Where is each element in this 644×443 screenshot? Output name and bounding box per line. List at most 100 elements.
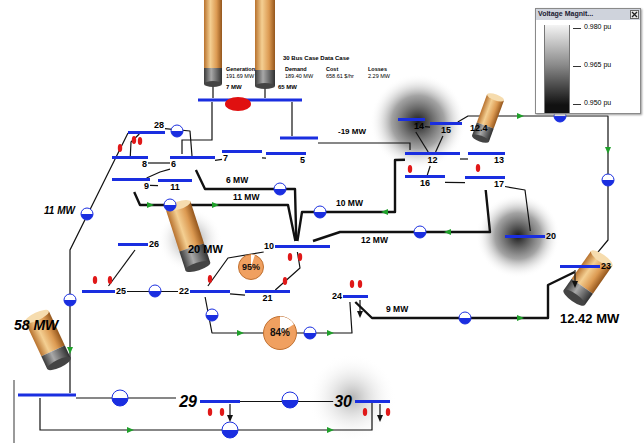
bus-bar bbox=[398, 118, 425, 121]
breaker-symbol bbox=[414, 226, 426, 238]
generator-cylinder bbox=[204, 0, 222, 70]
flow-arrow bbox=[327, 427, 334, 433]
bus-number: 26 bbox=[148, 239, 160, 250]
breaker-symbol bbox=[149, 285, 161, 297]
flow-arrow bbox=[237, 330, 244, 336]
breaker-symbol bbox=[459, 312, 471, 324]
flow-label: 189.40 MW bbox=[285, 73, 313, 79]
loading-percent: 95% bbox=[242, 263, 260, 272]
bus-number: 14 bbox=[413, 121, 425, 132]
flow-arrow bbox=[517, 113, 524, 119]
breaker-symbol bbox=[171, 131, 183, 137]
bus-node: 14 bbox=[398, 118, 425, 132]
flow-arrow bbox=[381, 209, 388, 215]
breaker-symbol bbox=[81, 208, 93, 220]
bus-bar bbox=[280, 137, 318, 140]
voltage-contour bbox=[158, 74, 560, 442]
bus-bar bbox=[505, 235, 545, 238]
transmission-line bbox=[427, 166, 430, 175]
breaker-marker bbox=[283, 277, 287, 285]
flow-label: Cost bbox=[326, 66, 338, 72]
breaker-symbol bbox=[112, 398, 128, 406]
flow-label: 12.4 bbox=[470, 124, 488, 134]
breaker-symbol bbox=[81, 208, 93, 220]
flow-label: 10 MW bbox=[335, 199, 364, 208]
bus-number: 17 bbox=[493, 179, 505, 190]
breaker-marker bbox=[408, 165, 412, 173]
breaker-symbol bbox=[222, 422, 238, 438]
transmission-line bbox=[130, 134, 139, 156]
breaker-symbol bbox=[171, 125, 183, 137]
transmission-line bbox=[212, 86, 213, 98]
breaker-symbol bbox=[282, 392, 298, 408]
bus-number: 30 bbox=[333, 393, 355, 411]
transmission-line bbox=[40, 86, 410, 430]
generator-cylinder bbox=[46, 354, 73, 372]
transmission-line bbox=[262, 157, 266, 158]
transmission-line bbox=[230, 294, 245, 295]
transmission-line bbox=[264, 88, 265, 98]
transmission-line bbox=[165, 129, 192, 156]
transmission-line bbox=[297, 160, 405, 241]
flow-label: 658.61 $/hr bbox=[326, 73, 354, 79]
breaker-symbol bbox=[414, 232, 426, 238]
bus-bar bbox=[430, 122, 462, 125]
bus-number: 28 bbox=[153, 120, 165, 131]
transmission-line bbox=[147, 169, 170, 178]
flow-arrow bbox=[327, 330, 334, 336]
bus-bar bbox=[405, 175, 445, 178]
flow-label: Losses bbox=[368, 66, 387, 72]
color-scale bbox=[544, 105, 570, 113]
breaker-symbol bbox=[314, 212, 326, 218]
flow-label: 2.29 MW bbox=[368, 73, 390, 79]
generator-cylinder bbox=[255, 0, 275, 72]
flow-arrow bbox=[227, 415, 233, 422]
flow-arrow bbox=[212, 202, 219, 208]
bus-bar bbox=[112, 156, 148, 159]
flow-label: 58 MW bbox=[14, 318, 58, 333]
breaker-symbol bbox=[314, 206, 326, 218]
breaker-marker bbox=[93, 276, 97, 284]
breaker-symbol bbox=[164, 199, 176, 211]
bus-bar bbox=[245, 290, 290, 293]
generator-cylinder bbox=[184, 259, 211, 275]
bus-number: 22 bbox=[178, 286, 190, 297]
window-frame bbox=[13, 380, 15, 443]
breaker-symbol bbox=[206, 315, 218, 321]
bus-node: 9 bbox=[112, 178, 150, 192]
pie-chart bbox=[239, 255, 264, 280]
bus-node: 8 bbox=[112, 156, 148, 170]
bus-node: 13 bbox=[468, 152, 505, 166]
bus-number: 13 bbox=[493, 155, 505, 166]
flow-label: 12.42 MW bbox=[560, 312, 619, 326]
bus-bar bbox=[170, 156, 215, 159]
bus-bar bbox=[266, 152, 306, 155]
flow-label: 11 MW bbox=[232, 193, 260, 202]
close-button bbox=[632, 12, 637, 17]
breaker-symbol bbox=[81, 214, 93, 220]
bus-number: 15 bbox=[440, 125, 452, 136]
breaker-marker bbox=[208, 275, 212, 283]
breaker-symbol bbox=[222, 430, 238, 438]
bus-number: 24 bbox=[331, 291, 343, 302]
generator-cylinder bbox=[561, 287, 587, 308]
generator-cylinder bbox=[255, 83, 275, 89]
breaker-symbol bbox=[282, 392, 298, 408]
breaker-symbol bbox=[602, 174, 614, 186]
flow-arrow bbox=[67, 347, 73, 354]
breaker-symbol bbox=[222, 422, 238, 438]
bus-number: 25 bbox=[115, 286, 127, 297]
flow-arrow bbox=[572, 281, 578, 288]
loading-pie: 84% bbox=[263, 316, 297, 350]
breaker-marker bbox=[363, 408, 367, 416]
transmission-line bbox=[445, 182, 465, 184]
transmission-line bbox=[275, 252, 300, 290]
breaker-symbol bbox=[171, 125, 183, 137]
breaker-marker bbox=[118, 144, 122, 152]
scale-value: 0.965 pu bbox=[584, 61, 611, 69]
breaker-marker bbox=[358, 280, 362, 288]
bus-number: 20 bbox=[545, 231, 557, 242]
breaker-marker bbox=[138, 137, 142, 145]
voltage-contour bbox=[308, 354, 396, 442]
bus-number: 8 bbox=[141, 159, 148, 170]
